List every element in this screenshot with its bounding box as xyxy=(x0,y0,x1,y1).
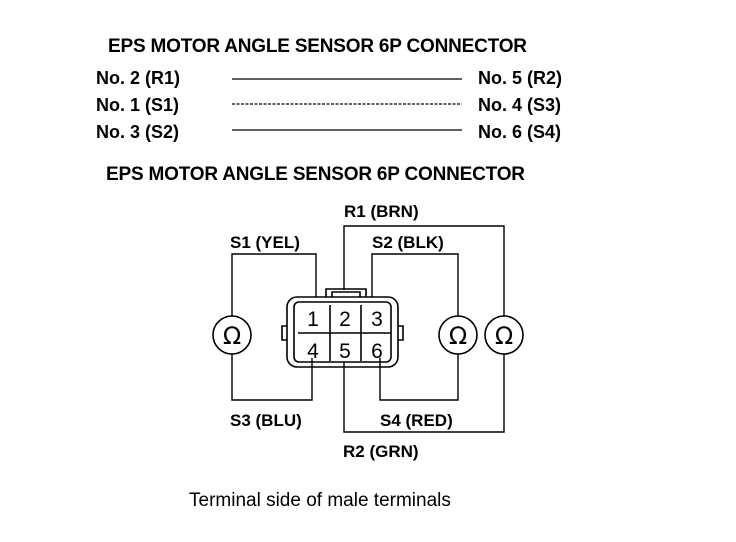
wire-s2 xyxy=(371,253,459,316)
pair-left-1: No. 2 (R1) xyxy=(96,68,181,88)
caption: Terminal side of male terminals xyxy=(189,490,451,511)
ohm-icon-middle: Ω xyxy=(449,322,467,350)
pair-lines xyxy=(232,78,462,131)
pair-left-3: No. 3 (S2) xyxy=(96,122,180,142)
connector-lock-inner xyxy=(331,291,361,297)
connector-lock-tab xyxy=(325,288,367,297)
ohm-icon-right: Ω xyxy=(495,322,513,350)
ohm-icon-left: Ω xyxy=(223,322,241,350)
diagram-header: EPS MOTOR ANGLE SENSOR 6P CONNECTOR xyxy=(106,164,525,185)
label-r2: R2 (GRN) xyxy=(343,442,419,461)
wire-s1 xyxy=(231,253,317,316)
pin-6: 6 xyxy=(371,340,383,363)
pair-right-1: No. 5 (R2) xyxy=(478,68,563,88)
top-header: EPS MOTOR ANGLE SENSOR 6P CONNECTOR xyxy=(108,36,527,57)
ohmmeter-middle-circle xyxy=(438,315,478,355)
pin-3: 3 xyxy=(371,308,383,331)
pin-5: 5 xyxy=(339,340,351,363)
connector-inner xyxy=(293,301,392,363)
label-s3: S3 (BLU) xyxy=(230,411,302,430)
wire-r1 xyxy=(343,225,505,316)
wire-r2 xyxy=(343,354,505,433)
wire-s4 xyxy=(379,354,459,401)
label-s2: S2 (BLK) xyxy=(372,233,444,252)
ohmmeter-left-circle xyxy=(212,315,252,355)
connector-side-left xyxy=(281,325,287,341)
pin-1: 1 xyxy=(307,308,319,331)
pin-2: 2 xyxy=(339,308,351,331)
label-s1: S1 (YEL) xyxy=(230,233,300,252)
label-r1: R1 (BRN) xyxy=(344,202,419,221)
label-s4: S4 (RED) xyxy=(380,411,453,430)
pair-right-2: No. 4 (S3) xyxy=(478,95,562,115)
pair-right-3: No. 6 (S4) xyxy=(478,122,562,142)
connector-housing xyxy=(281,288,404,368)
ohmmeter-right-circle xyxy=(484,315,524,355)
wires xyxy=(231,225,505,433)
wire-s3 xyxy=(231,354,313,401)
connector-side-right xyxy=(398,325,404,341)
pin-4: 4 xyxy=(307,340,319,363)
pair-left-2: No. 1 (S1) xyxy=(96,95,180,115)
connector-body xyxy=(286,296,399,368)
